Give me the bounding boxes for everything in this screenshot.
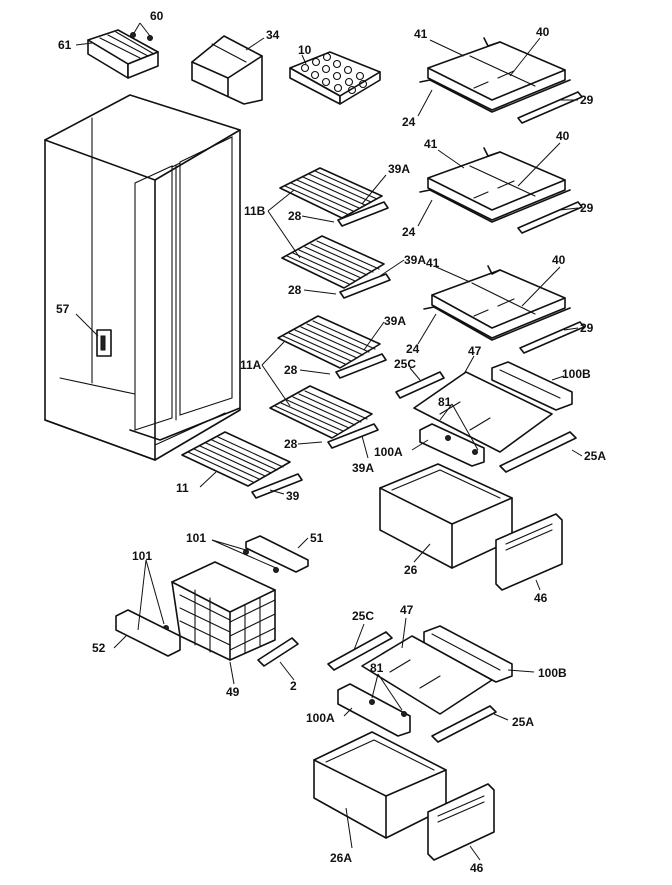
callout-100b-b: 100B bbox=[538, 666, 567, 680]
part-61-dispenser-cover bbox=[87, 29, 159, 79]
part-46-drawer-front-lower bbox=[427, 783, 495, 861]
part-25c-rail-upper bbox=[395, 371, 445, 399]
callout-11a: 11A bbox=[240, 358, 262, 372]
callout-81-b: 81 bbox=[370, 661, 384, 675]
callout-39a-1: 39A bbox=[388, 162, 410, 176]
glass-shelf-lower bbox=[423, 265, 585, 354]
callout-29-b: 29 bbox=[580, 201, 594, 215]
callout-10: 10 bbox=[298, 43, 312, 57]
callout-101-b: 101 bbox=[132, 549, 152, 563]
callout-40-a: 40 bbox=[536, 25, 550, 39]
wire-shelf-11a-lower bbox=[269, 385, 379, 449]
callout-100a-b: 100A bbox=[306, 711, 335, 725]
callout-81-a: 81 bbox=[438, 395, 452, 409]
callout-39a-4: 39A bbox=[352, 461, 374, 475]
callout-26: 26 bbox=[404, 563, 418, 577]
callout-25c-a: 25C bbox=[394, 357, 416, 371]
part-60-screws bbox=[130, 32, 153, 41]
callout-46-b: 46 bbox=[470, 861, 484, 875]
callout-labels: 60 61 34 10 41 40 24 29 41 40 24 29 41 4… bbox=[56, 9, 606, 875]
wire-shelf-11a-upper bbox=[277, 315, 387, 379]
wire-shelf-11b-lower bbox=[281, 235, 391, 299]
callout-100b-a: 100B bbox=[562, 367, 591, 381]
callout-41-a: 41 bbox=[414, 27, 428, 41]
glass-shelf-middle bbox=[419, 147, 583, 234]
part-57-control bbox=[96, 329, 112, 357]
part-52-basket-rail bbox=[115, 609, 181, 657]
callout-26a: 26A bbox=[330, 851, 352, 865]
leader-lines bbox=[75, 22, 583, 861]
wire-shelf-11b-upper bbox=[279, 167, 389, 227]
callout-24-c: 24 bbox=[406, 342, 420, 356]
callout-28-d: 28 bbox=[284, 437, 298, 451]
callout-40-c: 40 bbox=[552, 253, 566, 267]
callout-101-a: 101 bbox=[186, 531, 206, 545]
callout-46-a: 46 bbox=[534, 591, 548, 605]
callout-24-b: 24 bbox=[402, 225, 416, 239]
callout-29-c: 29 bbox=[580, 321, 594, 335]
callout-52: 52 bbox=[92, 641, 106, 655]
callout-28-b: 28 bbox=[288, 283, 302, 297]
part-25a-rail-upper bbox=[499, 431, 577, 473]
callout-39a-3: 39A bbox=[384, 314, 406, 328]
part-10-egg-tray bbox=[289, 51, 381, 105]
callout-61: 61 bbox=[58, 38, 72, 52]
callout-41-c: 41 bbox=[426, 256, 440, 270]
callout-25a-b: 25A bbox=[512, 715, 534, 729]
glass-shelf-upper bbox=[419, 37, 583, 124]
callout-28-a: 28 bbox=[288, 209, 302, 223]
part-34-bin bbox=[191, 35, 263, 105]
callout-2: 2 bbox=[290, 679, 297, 693]
part-47-glass-cover-lower bbox=[361, 635, 493, 715]
part-26a-crisper-drawer bbox=[313, 731, 447, 839]
refrigerator-cabinet bbox=[44, 94, 241, 461]
callout-40-b: 40 bbox=[556, 129, 570, 143]
callout-39: 39 bbox=[286, 489, 300, 503]
part-25c-rail-lower bbox=[327, 631, 393, 671]
part-100a-support-upper bbox=[419, 423, 485, 467]
part-46-drawer-front-upper bbox=[495, 513, 563, 591]
callout-25c-b: 25C bbox=[352, 609, 374, 623]
part-2-rail bbox=[257, 637, 299, 667]
part-100b-support-upper bbox=[491, 361, 573, 411]
callout-47-b: 47 bbox=[400, 603, 414, 617]
callout-25a-a: 25A bbox=[584, 449, 606, 463]
callout-39a-2: 39A bbox=[404, 253, 426, 267]
wire-shelf-11 bbox=[181, 431, 303, 499]
callout-49: 49 bbox=[226, 685, 240, 699]
part-26-crisper-drawer bbox=[379, 463, 513, 569]
callout-51: 51 bbox=[310, 531, 324, 545]
callout-41-b: 41 bbox=[424, 137, 438, 151]
callout-11b: 11B bbox=[244, 204, 266, 218]
part-49-wire-basket bbox=[171, 561, 276, 661]
callout-34: 34 bbox=[266, 28, 280, 42]
callout-28-c: 28 bbox=[284, 363, 298, 377]
callout-57: 57 bbox=[56, 302, 70, 316]
callout-47-a: 47 bbox=[468, 344, 482, 358]
callout-24-a: 24 bbox=[402, 115, 416, 129]
callout-100a-a: 100A bbox=[374, 445, 403, 459]
part-51-basket-rail bbox=[245, 535, 309, 573]
callout-29-a: 29 bbox=[580, 93, 594, 107]
part-25a-rail-lower bbox=[431, 705, 497, 743]
part-100a-support-lower bbox=[337, 683, 411, 737]
callout-60: 60 bbox=[150, 9, 164, 23]
callout-11: 11 bbox=[176, 481, 189, 495]
